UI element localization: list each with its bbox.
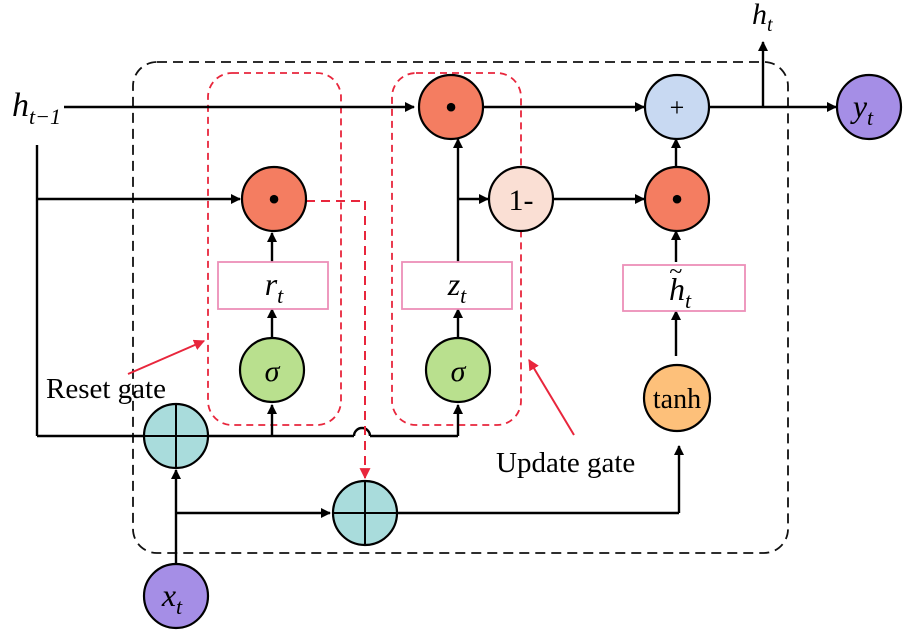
svg-text:zt: zt	[447, 266, 467, 308]
tanh-label: tanh	[653, 384, 701, 415]
cell-boundary	[132, 61, 789, 554]
reset-sigmoid-node: σ	[238, 336, 306, 404]
r-subscript: t	[277, 283, 284, 308]
output-sum-node: +	[643, 73, 711, 141]
candidate-state-box: ~ ht	[622, 259, 746, 313]
update-state-box: zt	[401, 261, 513, 310]
svg-text:rt: rt	[265, 266, 284, 308]
tilde-accent: ~	[669, 259, 682, 285]
h-prev-label: ht−1	[12, 87, 61, 129]
h-prev-main: h	[12, 87, 29, 124]
reset-gate-label: Reset gate	[46, 373, 166, 405]
hcand-main-label: h	[669, 271, 685, 307]
reset-multiply-node: •	[240, 165, 308, 233]
update-gate-outline	[391, 72, 522, 426]
output-y-node: yt	[835, 73, 903, 141]
y-main-label: y	[850, 88, 868, 124]
one-minus-node: 1-	[487, 165, 555, 233]
reset-gate-outline	[207, 72, 342, 426]
candidate-multiply-node: •	[643, 165, 711, 233]
svg-text:ht: ht	[669, 271, 692, 313]
h-prev-subscript: t−1	[29, 104, 61, 129]
multiply-symbol: •	[671, 179, 684, 219]
one-minus-label: 1-	[509, 184, 534, 217]
h-out-label: ht	[752, 0, 773, 36]
z-main-label: z	[447, 266, 461, 302]
input-adder-node-left	[142, 402, 210, 470]
update-multiply-node: •	[417, 73, 485, 141]
multiply-symbol: •	[268, 179, 281, 219]
h-out-subscript: t	[767, 14, 773, 36]
x-main-label: x	[161, 577, 176, 613]
update-gate-label: Update gate	[496, 447, 635, 479]
sigma-label: σ	[451, 355, 467, 388]
reset-gate-callout-arrow	[127, 339, 206, 375]
multiply-symbol: •	[445, 87, 458, 127]
update-sigmoid-node: σ	[424, 336, 492, 404]
tanh-node: tanh	[642, 363, 712, 433]
z-subscript: t	[460, 283, 467, 308]
input-adder-node-bottom	[331, 479, 399, 547]
reset-signal-path	[306, 200, 371, 480]
x-subscript: t	[176, 594, 183, 619]
input-x-node: xt	[142, 562, 210, 630]
svg-text:yt: yt	[850, 88, 874, 130]
h-out-main: h	[752, 0, 767, 31]
y-subscript: t	[867, 105, 874, 130]
hcand-subscript: t	[685, 288, 692, 313]
r-main-label: r	[265, 266, 278, 302]
connection-wires	[35, 41, 837, 564]
update-gate-callout-arrow	[528, 359, 575, 436]
svg-text:xt: xt	[161, 577, 183, 619]
plus-symbol: +	[670, 93, 685, 122]
reset-state-box: rt	[217, 261, 329, 310]
sigma-label: σ	[265, 355, 281, 388]
